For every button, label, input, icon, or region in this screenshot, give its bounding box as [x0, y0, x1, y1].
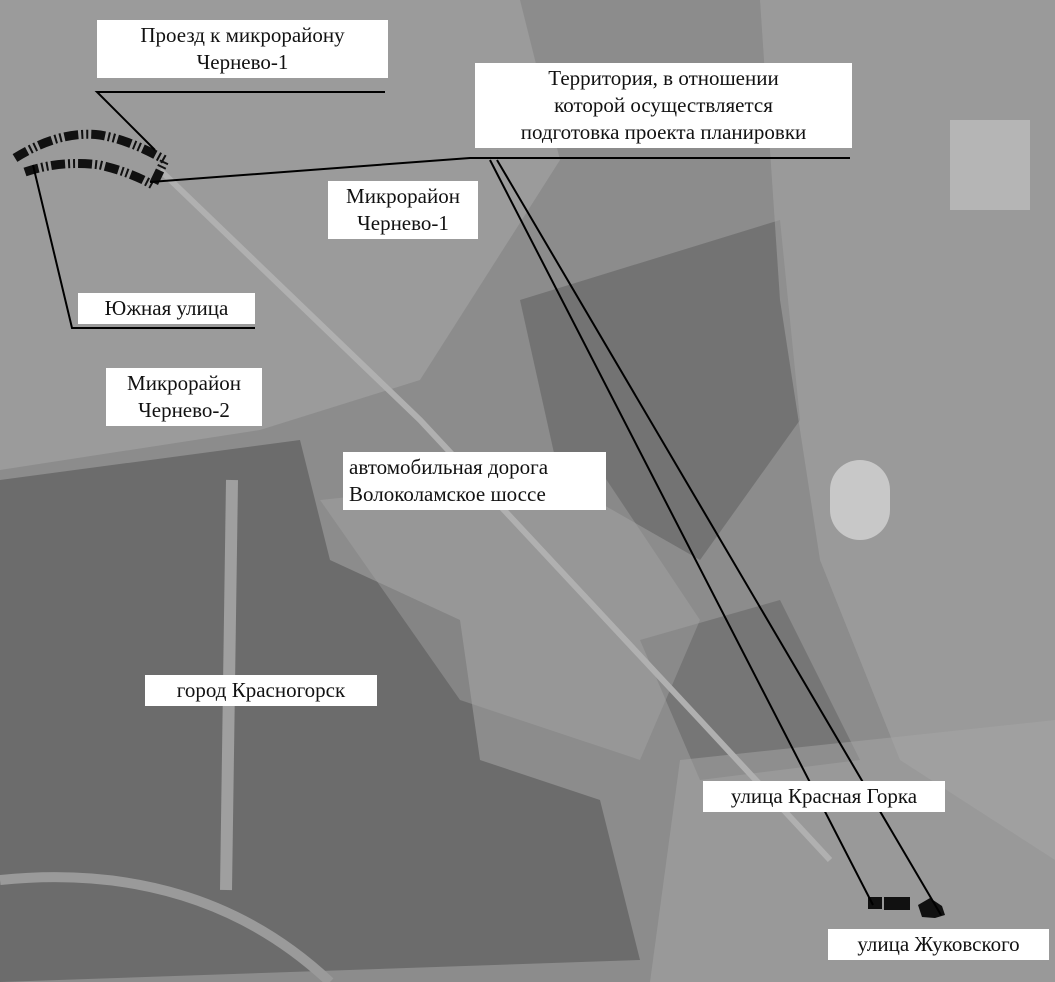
label-line: Проезд к микрорайону: [140, 23, 345, 47]
label-krasnogorsk: город Красногорск: [145, 675, 377, 706]
planning-area-chernevo-road: [12, 129, 170, 192]
label-line: Территория, в отношении: [548, 66, 779, 90]
label-volokolamskoe: автомобильная дорога Волоколамское шоссе: [343, 452, 606, 510]
label-chernevo2: Микрорайон Чернево-2: [106, 368, 262, 426]
label-line: которой осуществляется: [554, 93, 773, 117]
label-planning-territory: Территория, в отношении которой осуществ…: [475, 63, 852, 148]
label-zhukovskogo: улица Жуковского: [828, 929, 1049, 960]
label-line: Микрорайон: [346, 184, 460, 208]
label-line: Южная улица: [104, 296, 229, 320]
label-line: Волоколамское шоссе: [349, 482, 546, 506]
label-yuzhnaya: Южная улица: [78, 293, 255, 324]
label-line: подготовка проекта планировки: [520, 120, 807, 144]
label-chernevo1: Микрорайон Чернево-1: [328, 181, 478, 239]
label-line: Микрорайон: [127, 371, 241, 395]
label-line: Чернево-2: [138, 398, 230, 422]
label-krasnaya-gorka: улица Красная Горка: [703, 781, 945, 812]
label-line: Чернево-1: [196, 50, 289, 74]
label-proezd-chernevo1: Проезд к микрорайону Чернево-1: [97, 20, 388, 78]
label-line: город Красногорск: [176, 678, 346, 702]
label-line: улица Жуковского: [857, 932, 1020, 956]
label-line: улица Красная Горка: [730, 784, 918, 808]
label-line: Чернево-1: [357, 211, 449, 235]
label-line: автомобильная дорога: [349, 455, 549, 479]
